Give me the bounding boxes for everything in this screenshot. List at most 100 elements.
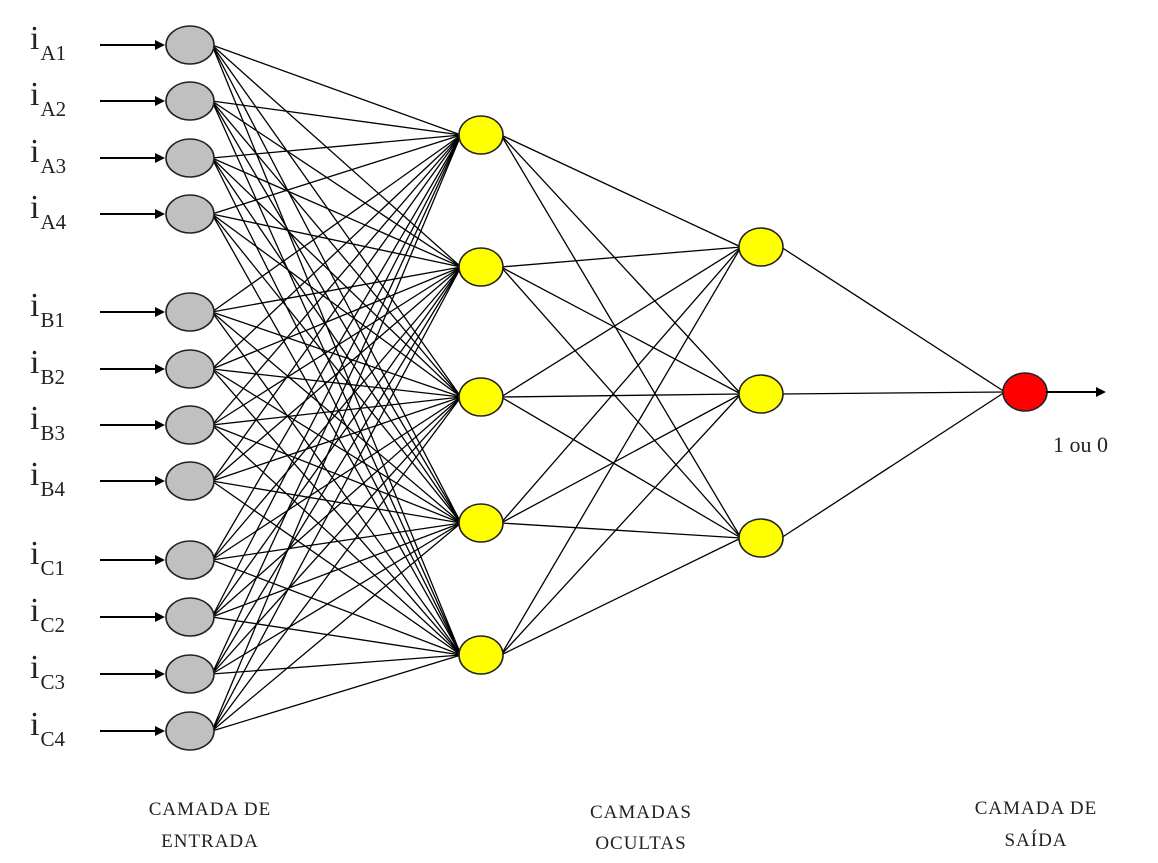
connection-line (211, 368, 462, 656)
hidden1-node (458, 377, 504, 417)
connection-line (211, 266, 462, 426)
connection-line (211, 44, 462, 524)
output-layer-title-line1: CAMADA DE (975, 798, 1097, 819)
connection-line (211, 266, 462, 482)
connection-line (500, 266, 742, 539)
input-node (165, 597, 215, 637)
output-value-label: 1 ou 0 (1053, 432, 1108, 457)
connection-line (211, 368, 462, 398)
connection-line (211, 134, 462, 618)
connection-line (500, 393, 742, 656)
input-node (165, 540, 215, 580)
connection-line (500, 396, 742, 539)
connection-line (211, 654, 462, 675)
input-label: iB1 (30, 287, 65, 332)
connection-line (211, 266, 462, 561)
input-node (165, 292, 215, 332)
input-node (165, 194, 215, 234)
connection-line (211, 100, 462, 656)
input-label: iC1 (30, 535, 65, 580)
connection-line (211, 44, 462, 136)
input-label: iB4 (30, 456, 65, 501)
hidden2-node (738, 227, 784, 267)
connection-line (211, 157, 462, 656)
connection-line (211, 134, 462, 370)
connection-line (780, 246, 1006, 393)
connection-line (211, 559, 462, 656)
connection-line (211, 213, 462, 524)
connection-line (780, 391, 1006, 395)
input-layer-title-line1: CAMADA DE (149, 799, 271, 820)
connection-line (211, 654, 462, 732)
connection-line (500, 246, 742, 656)
connection-line (211, 100, 462, 268)
connection-line (211, 522, 462, 732)
connection-line (211, 396, 462, 426)
output-layer-title-line2: SAÍDA (1004, 829, 1067, 851)
connection-line (500, 393, 742, 524)
input-node (165, 138, 215, 178)
connection-line (211, 266, 462, 370)
connection-line (211, 266, 462, 675)
connection-line (500, 266, 742, 395)
input-node (165, 654, 215, 694)
connection-line (211, 134, 462, 313)
connection-line (211, 311, 462, 656)
connection-line (211, 44, 462, 398)
connections (211, 44, 1006, 732)
connection-line (500, 393, 742, 398)
connection-line (211, 100, 462, 136)
connection-line (211, 213, 462, 268)
connection-line (211, 134, 462, 732)
neurons (165, 25, 1048, 751)
input-layer-title-line2: ENTRADA (161, 831, 259, 852)
input-node (165, 349, 215, 389)
connection-line (211, 44, 462, 268)
hidden1-node (458, 115, 504, 155)
hidden1-node (458, 503, 504, 543)
connection-line (211, 522, 462, 675)
connection-line (500, 246, 742, 524)
input-node (165, 711, 215, 751)
connection-line (211, 266, 462, 618)
input-node (165, 461, 215, 501)
connection-line (211, 266, 462, 732)
input-label: iA4 (30, 189, 67, 234)
connection-line (211, 134, 462, 159)
input-node (165, 81, 215, 121)
connection-line (211, 157, 462, 524)
connection-line (211, 266, 462, 313)
connection-line (500, 246, 742, 398)
connection-line (211, 134, 462, 675)
connection-line (211, 424, 462, 524)
connection-line (211, 311, 462, 524)
connection-line (211, 396, 462, 482)
input-label: iA2 (30, 76, 66, 121)
input-node (165, 25, 215, 65)
connection-line (500, 134, 742, 395)
connection-line (211, 616, 462, 656)
connection-line (211, 522, 462, 561)
connection-line (211, 134, 462, 215)
connection-line (500, 134, 742, 248)
input-label: iC4 (30, 706, 65, 751)
connection-line (211, 213, 462, 398)
connection-line (500, 134, 742, 539)
connection-line (211, 100, 462, 398)
hidden2-node (738, 374, 784, 414)
input-label: iB2 (30, 344, 65, 389)
connection-line (211, 396, 462, 732)
hidden1-node (458, 247, 504, 287)
connection-line (211, 157, 462, 268)
connection-line (211, 522, 462, 618)
connection-line (211, 368, 462, 524)
connection-line (500, 522, 742, 539)
input-label: iA1 (30, 20, 66, 65)
connection-line (211, 44, 462, 656)
input-label: iC3 (30, 649, 65, 694)
connection-line (211, 134, 462, 561)
connection-line (211, 396, 462, 561)
connection-line (211, 134, 462, 426)
